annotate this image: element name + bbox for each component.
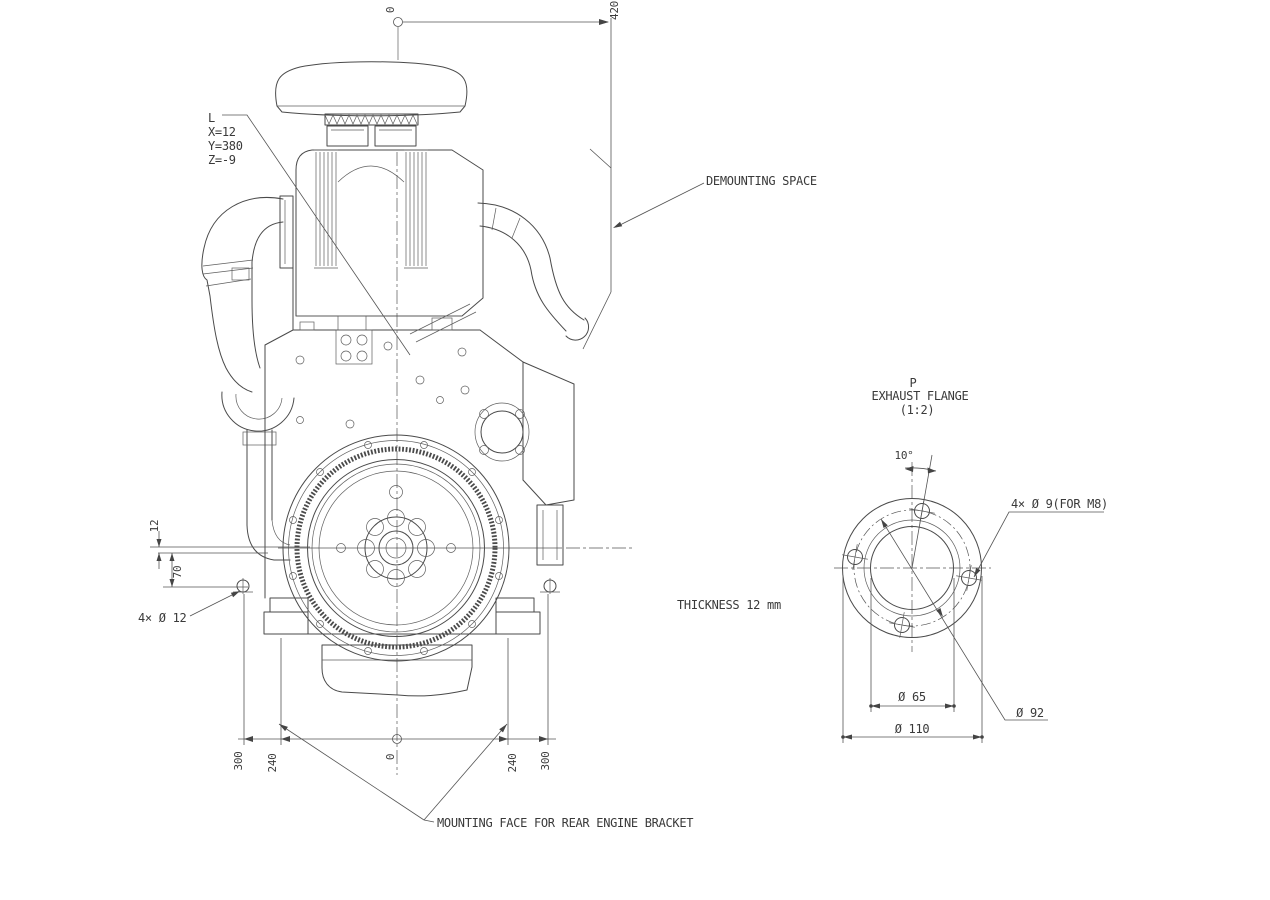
flange-dia-110-label: Ø 110 [895,722,930,736]
flange-dia-92-label: Ø 92 [1016,706,1044,720]
top-datum-marker [393,17,403,27]
flange-view-scale: (1:2) [900,403,935,417]
flange-holes-label: 4× Ø 9(FOR M8) [1011,497,1108,511]
flange-view-label: P [910,376,917,390]
engine-rear-view [201,27,633,775]
demounting-boundary-diagonals [582,148,612,350]
thickness-note-label: THICKNESS 12 mm [677,598,781,612]
lifting-point-l: L [208,111,215,125]
lifting-point-z: Z=-9 [208,153,236,167]
intake-silencer [295,149,484,317]
flange-holes-callout: 4× Ø 9(FOR M8) [973,497,1108,578]
top-datum-label: 0 [384,7,397,13]
mounting-face-callout: MOUNTING FACE FOR REAR ENGINE BRACKET [278,723,694,830]
bottom-dim-300-right: 300 [539,752,552,771]
flange-view-title: EXHAUST FLANGE [872,389,969,403]
left-offset-dims: 12 70 [148,520,310,588]
bottom-dim-chain: 300 240 0 240 300 [232,594,556,772]
demounting-leader [615,182,705,228]
engine-block [233,267,575,697]
charge-hose [477,202,590,341]
top-height-dim: 420 [608,1,621,20]
lifting-point-y: Y=380 [208,139,243,153]
bottom-datum-label: 0 [384,754,397,760]
flange-bolt-circle-dim: Ø 92 [880,518,1048,721]
exhaust-elbow [201,195,295,561]
mounting-feet [233,578,560,635]
mounting-face-label: MOUNTING FACE FOR REAR ENGINE BRACKET [437,816,693,830]
lifting-point-callout: L X=12 Y=380 Z=-9 [208,111,411,356]
bolt-note-callout: 4× Ø 12 [138,590,241,625]
demounting-space-label: DEMOUNTING SPACE [706,174,817,188]
exhaust-flange-detail: P EXHAUST FLANGE (1:2) 10° [677,376,1108,743]
bottom-dim-300-left: 300 [232,752,245,771]
bottom-dim-240-right: 240 [506,754,519,773]
flange-angle-label: 10° [895,449,914,462]
flange-outer-dia-dim: Ø 110 [841,576,984,743]
bottom-dim-240-left: 240 [266,754,279,773]
left-dim-70: 70 [171,566,184,579]
flange-angle-dim: 10° [895,449,937,569]
air-cleaner-cap [275,61,468,147]
dimension-layer: 0 420 DEMOUNTING SPACE L X=12 Y=380 Z=-9 [138,1,817,830]
left-dim-12: 12 [148,520,161,533]
lifting-point-x: X=12 [208,125,236,139]
block-exhaust-flange [474,402,530,462]
flange-dia-65-label: Ø 65 [898,690,926,704]
flange-inner-dia-dim: Ø 65 [869,578,956,712]
bolt-note-label: 4× Ø 12 [138,611,187,625]
